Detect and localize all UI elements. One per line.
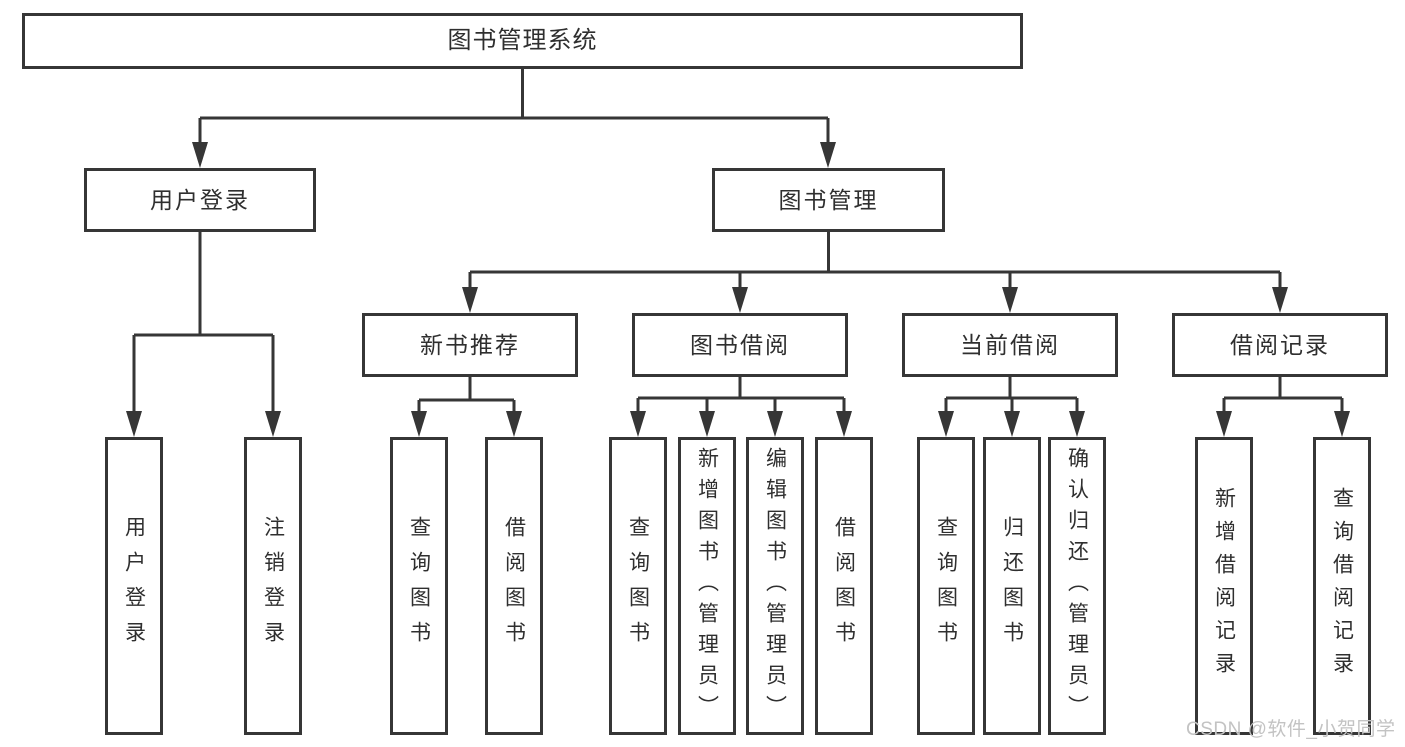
arrow-down-icon — [836, 411, 852, 437]
node-user-login-label: 用户登录 — [150, 186, 250, 213]
leaf-query-books-current: 查询图书 — [917, 437, 975, 735]
leaf-query-books-borrowing-label: 查询图书 — [626, 516, 650, 656]
leaf-return-books: 归还图书 — [983, 437, 1041, 735]
leaf-logout-login-label: 注销登录 — [261, 516, 285, 656]
node-book-borrowing-label: 图书借阅 — [690, 331, 790, 358]
leaf-confirm-return-admin: 确认归还（管理员） — [1048, 437, 1106, 735]
connector-book-borrow-to-leaves — [636, 377, 846, 415]
leaf-borrow-books-borrowing: 借阅图书 — [815, 437, 873, 735]
arrow-down-icon — [192, 142, 208, 168]
node-new-book-recommend-label: 新书推荐 — [420, 331, 520, 358]
arrow-down-icon — [820, 142, 836, 168]
arrow-down-icon — [1334, 411, 1350, 437]
leaf-edit-books-admin-label: 编辑图书（管理员） — [763, 446, 787, 726]
connector-new-book-to-leaves — [417, 377, 516, 415]
arrow-down-icon — [411, 411, 427, 437]
node-book-management-label: 图书管理 — [778, 186, 879, 213]
leaf-add-books-admin: 新增图书（管理员） — [678, 437, 736, 735]
node-current-borrowing: 当前借阅 — [902, 313, 1118, 377]
node-borrowing-records: 借阅记录 — [1172, 313, 1388, 377]
leaf-query-books-current-label: 查询图书 — [934, 516, 958, 656]
leaf-query-books-recommend: 查询图书 — [390, 437, 448, 735]
node-new-book-recommend: 新书推荐 — [362, 313, 578, 377]
node-user-login: 用户登录 — [84, 168, 316, 232]
node-library-management-system-label: 图书管理系统 — [447, 27, 598, 54]
node-library-management-system: 图书管理系统 — [22, 13, 1023, 69]
leaf-return-books-label: 归还图书 — [1000, 516, 1024, 656]
connector-root-to-level2 — [198, 69, 830, 146]
leaf-query-borrow-record-label: 查询借阅记录 — [1330, 487, 1354, 685]
connector-records-to-leaves — [1222, 377, 1344, 415]
leaf-user-login-label: 用户登录 — [122, 516, 146, 656]
arrow-down-icon — [1216, 411, 1232, 437]
arrow-down-icon — [265, 411, 281, 437]
leaf-query-borrow-record: 查询借阅记录 — [1313, 437, 1371, 735]
arrowhead-icons — [126, 142, 1350, 437]
leaf-query-books-recommend-label: 查询图书 — [407, 516, 431, 656]
node-book-management: 图书管理 — [712, 168, 945, 232]
arrow-down-icon — [126, 411, 142, 437]
arrow-down-icon — [732, 287, 748, 313]
node-current-borrowing-label: 当前借阅 — [960, 331, 1060, 358]
arrow-down-icon — [699, 411, 715, 437]
connector-book-mgmt-to-level3 — [468, 232, 1282, 291]
node-borrowing-records-label: 借阅记录 — [1230, 331, 1330, 358]
connector-cur-borrow-to-leaves — [944, 377, 1079, 415]
leaf-edit-books-admin: 编辑图书（管理员） — [746, 437, 804, 735]
arrow-down-icon — [1272, 287, 1288, 313]
leaf-query-books-borrowing: 查询图书 — [609, 437, 667, 735]
arrow-down-icon — [462, 287, 478, 313]
leaf-borrow-books-recommend: 借阅图书 — [485, 437, 543, 735]
arrow-down-icon — [767, 411, 783, 437]
arrow-down-icon — [938, 411, 954, 437]
node-book-borrowing: 图书借阅 — [632, 313, 848, 377]
leaf-add-books-admin-label: 新增图书（管理员） — [695, 446, 719, 726]
leaf-logout-login: 注销登录 — [244, 437, 302, 735]
leaf-add-borrow-record-label: 新增借阅记录 — [1212, 487, 1236, 685]
arrow-down-icon — [1002, 287, 1018, 313]
leaf-confirm-return-admin-label: 确认归还（管理员） — [1065, 446, 1089, 726]
leaf-borrow-books-recommend-label: 借阅图书 — [502, 516, 526, 656]
watermark: CSDN @软件_小贺同学 — [1186, 719, 1396, 740]
arrow-down-icon — [506, 411, 522, 437]
arrow-down-icon — [1069, 411, 1085, 437]
leaf-user-login: 用户登录 — [105, 437, 163, 735]
leaf-borrow-books-borrowing-label: 借阅图书 — [832, 516, 856, 656]
leaf-add-borrow-record: 新增借阅记录 — [1195, 437, 1253, 735]
connector-user-login-to-leaves — [132, 232, 275, 415]
arrow-down-icon — [1004, 411, 1020, 437]
arrow-down-icon — [630, 411, 646, 437]
